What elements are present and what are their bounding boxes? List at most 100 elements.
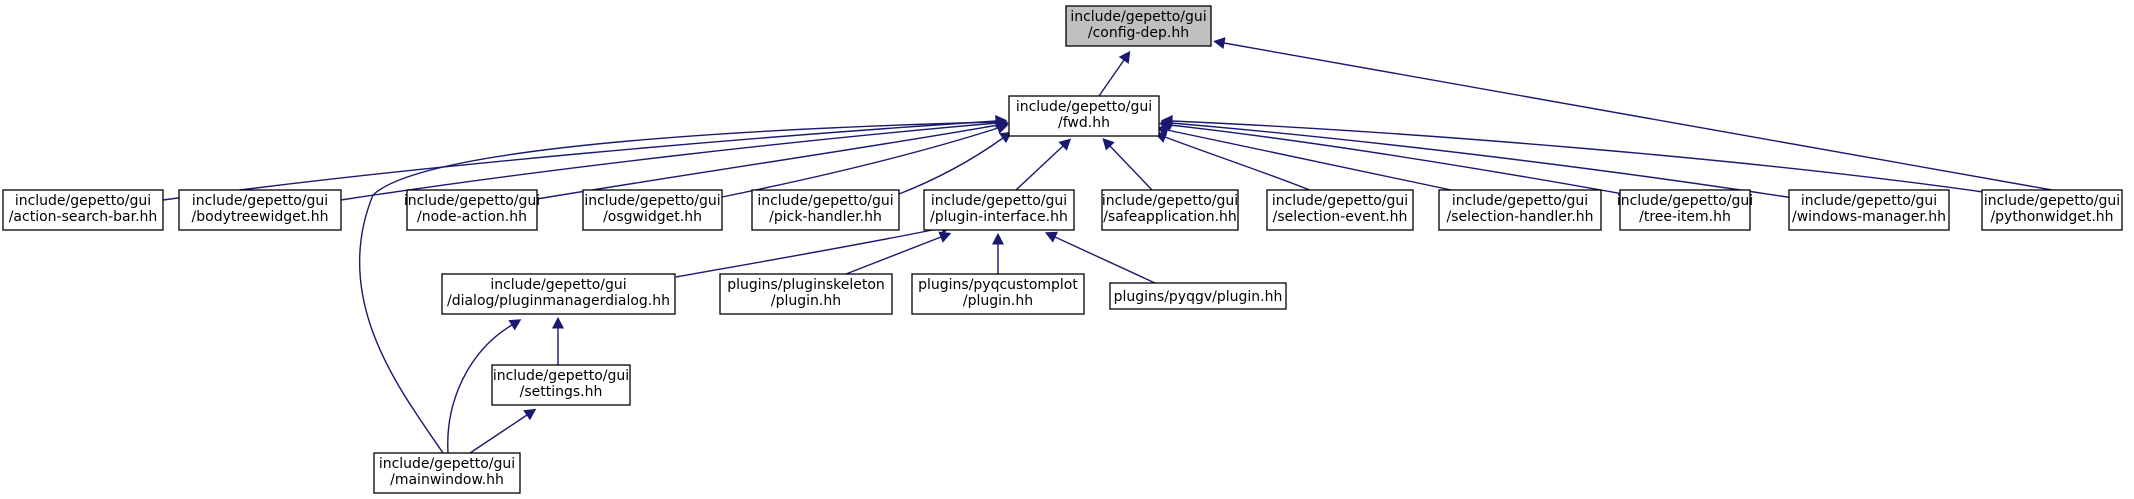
node-box	[1266, 189, 1414, 231]
node-label-line: include/gepetto/gui	[1617, 193, 1753, 209]
edge-line	[1166, 129, 1471, 195]
edge-line	[1098, 59, 1125, 97]
node-box	[751, 189, 900, 231]
arrowhead	[1118, 50, 1131, 64]
edge-line	[1223, 42, 2053, 191]
edge-pyqcustomplot-to-plugin-interface	[991, 232, 1005, 274]
node-pyqgv[interactable]: plugins/pyqgv/plugin.hh	[1109, 282, 1287, 310]
node-bodytreewidget[interactable]: include/gepetto/gui/bodytreewidget.hh	[178, 189, 342, 231]
node-pythonwidget[interactable]: include/gepetto/gui/pythonwidget.hh	[1981, 189, 2123, 231]
edge-line	[1164, 136, 1313, 192]
node-box	[1981, 189, 2123, 231]
node-label-line: plugins/pyqgv/plugin.hh	[1114, 289, 1283, 305]
node-selection-event[interactable]: include/gepetto/gui/selection-event.hh	[1266, 189, 1414, 231]
node-box	[1438, 189, 1602, 231]
node-label-line: /mainwindow.hh	[390, 472, 504, 488]
node-config-dep[interactable]: include/gepetto/gui/config-dep.hh	[1065, 5, 1212, 47]
node-label-line: include/gepetto/gui	[931, 193, 1067, 209]
edge-line	[536, 124, 999, 200]
arrowhead	[1213, 37, 1226, 49]
node-box	[2, 189, 164, 231]
node-fwd[interactable]: include/gepetto/gui/fwd.hh	[1008, 95, 1160, 137]
node-box	[1109, 282, 1287, 310]
node-label-line: include/gepetto/gui	[1801, 193, 1937, 209]
node-label-line: include/gepetto/gui	[757, 193, 893, 209]
node-box	[1619, 189, 1751, 231]
node-tree-item[interactable]: include/gepetto/gui/tree-item.hh	[1617, 189, 1753, 231]
edge-pluginskeleton-to-plugin-interface	[845, 231, 952, 275]
edge-pyqgv-to-plugin-interface	[1044, 231, 1156, 284]
node-label-line: /pick-handler.hh	[769, 209, 882, 225]
node-label-line: include/gepetto/gui	[1016, 99, 1152, 115]
node-settings[interactable]: include/gepetto/gui/settings.hh	[491, 364, 631, 406]
edge-osgwidget-to-fwd	[721, 122, 1009, 198]
edge-selection-event-to-fwd	[1154, 131, 1313, 192]
edge-line	[675, 227, 943, 278]
node-box	[911, 273, 1085, 315]
node-pluginskeleton[interactable]: plugins/pluginskeleton/plugin.hh	[719, 273, 893, 315]
node-label-line: include/gepetto/gui	[15, 193, 151, 209]
node-label-line: /selection-handler.hh	[1446, 209, 1593, 225]
edge-line	[1015, 145, 1064, 191]
edge-line	[845, 236, 942, 275]
edge-line	[721, 127, 999, 198]
nodes-layer: include/gepetto/gui/config-dep.hhinclude…	[2, 5, 2123, 494]
node-label-line: /dialog/pluginmanagerdialog.hh	[447, 293, 670, 309]
edge-line	[447, 324, 513, 454]
node-osgwidget[interactable]: include/gepetto/gui/osgwidget.hh	[582, 189, 723, 231]
edge-mainwindow-to-fwd	[358, 115, 1008, 454]
node-label-line: /osgwidget.hh	[603, 209, 702, 225]
arrowhead	[938, 231, 952, 243]
node-safeapplication[interactable]: include/gepetto/gui/safeapplication.hh	[1101, 189, 1239, 231]
node-box	[582, 189, 723, 231]
node-label-line: include/gepetto/gui	[192, 193, 328, 209]
node-plugin-interface[interactable]: include/gepetto/gui/plugin-interface.hh	[923, 189, 1075, 231]
node-label-line: /safeapplication.hh	[1103, 209, 1237, 225]
edge-action-search-bar-to-fwd	[162, 115, 1008, 201]
node-box	[373, 452, 521, 494]
edge-line	[469, 414, 528, 454]
edge-node-action-to-fwd	[536, 119, 1009, 200]
node-pluginmanagerdialog[interactable]: include/gepetto/gui/dialog/pluginmanager…	[441, 273, 676, 315]
node-box	[406, 189, 538, 231]
arrowhead	[1102, 138, 1115, 151]
node-box	[441, 273, 676, 315]
edge-line	[358, 121, 997, 454]
node-label-line: include/gepetto/gui	[1272, 193, 1408, 209]
arrowhead	[1044, 231, 1059, 243]
arrowhead	[508, 319, 522, 331]
node-label-line: /tree-item.hh	[1639, 209, 1731, 225]
edge-line	[340, 122, 998, 201]
edge-tree-item-to-fwd	[1159, 119, 1641, 198]
node-box	[1788, 189, 1950, 231]
edge-pythonwidget-to-fwd	[1160, 115, 1991, 194]
node-label-line: /plugin.hh	[963, 293, 1033, 309]
node-selection-handler[interactable]: include/gepetto/gui/selection-handler.hh	[1438, 189, 1602, 231]
node-pyqcustomplot[interactable]: plugins/pyqcustomplot/plugin.hh	[911, 273, 1085, 315]
node-box	[1065, 5, 1212, 47]
node-label-line: /node-action.hh	[417, 209, 527, 225]
node-action-search-bar[interactable]: include/gepetto/gui/action-search-bar.hh	[2, 189, 164, 231]
node-label-line: include/gepetto/gui	[493, 368, 629, 384]
edge-settings-to-pluginmanagerdialog	[551, 316, 565, 365]
edge-line	[1054, 236, 1156, 284]
node-label-line: plugins/pyqcustomplot	[918, 277, 1078, 293]
node-mainwindow[interactable]: include/gepetto/gui/mainwindow.hh	[373, 452, 521, 494]
node-label-line: plugins/pluginskeleton	[727, 277, 885, 293]
node-box	[178, 189, 342, 231]
node-node-action[interactable]: include/gepetto/gui/node-action.hh	[404, 189, 540, 231]
node-windows-manager[interactable]: include/gepetto/gui/windows-manager.hh	[1788, 189, 1950, 231]
node-label-line: /pythonwidget.hh	[1990, 209, 2113, 225]
node-label-line: /action-search-bar.hh	[9, 209, 158, 225]
node-label-line: /plugin.hh	[771, 293, 841, 309]
node-label-line: include/gepetto/gui	[1452, 193, 1588, 209]
node-pick-handler[interactable]: include/gepetto/gui/pick-handler.hh	[751, 189, 900, 231]
edges-layer	[162, 37, 2053, 454]
node-box	[719, 273, 893, 315]
edge-line	[1170, 122, 1801, 200]
node-label-line: include/gepetto/gui	[1102, 193, 1238, 209]
node-label-line: /config-dep.hh	[1088, 25, 1189, 41]
node-label-line: include/gepetto/gui	[379, 456, 515, 472]
edge-windows-manager-to-fwd	[1159, 117, 1801, 200]
